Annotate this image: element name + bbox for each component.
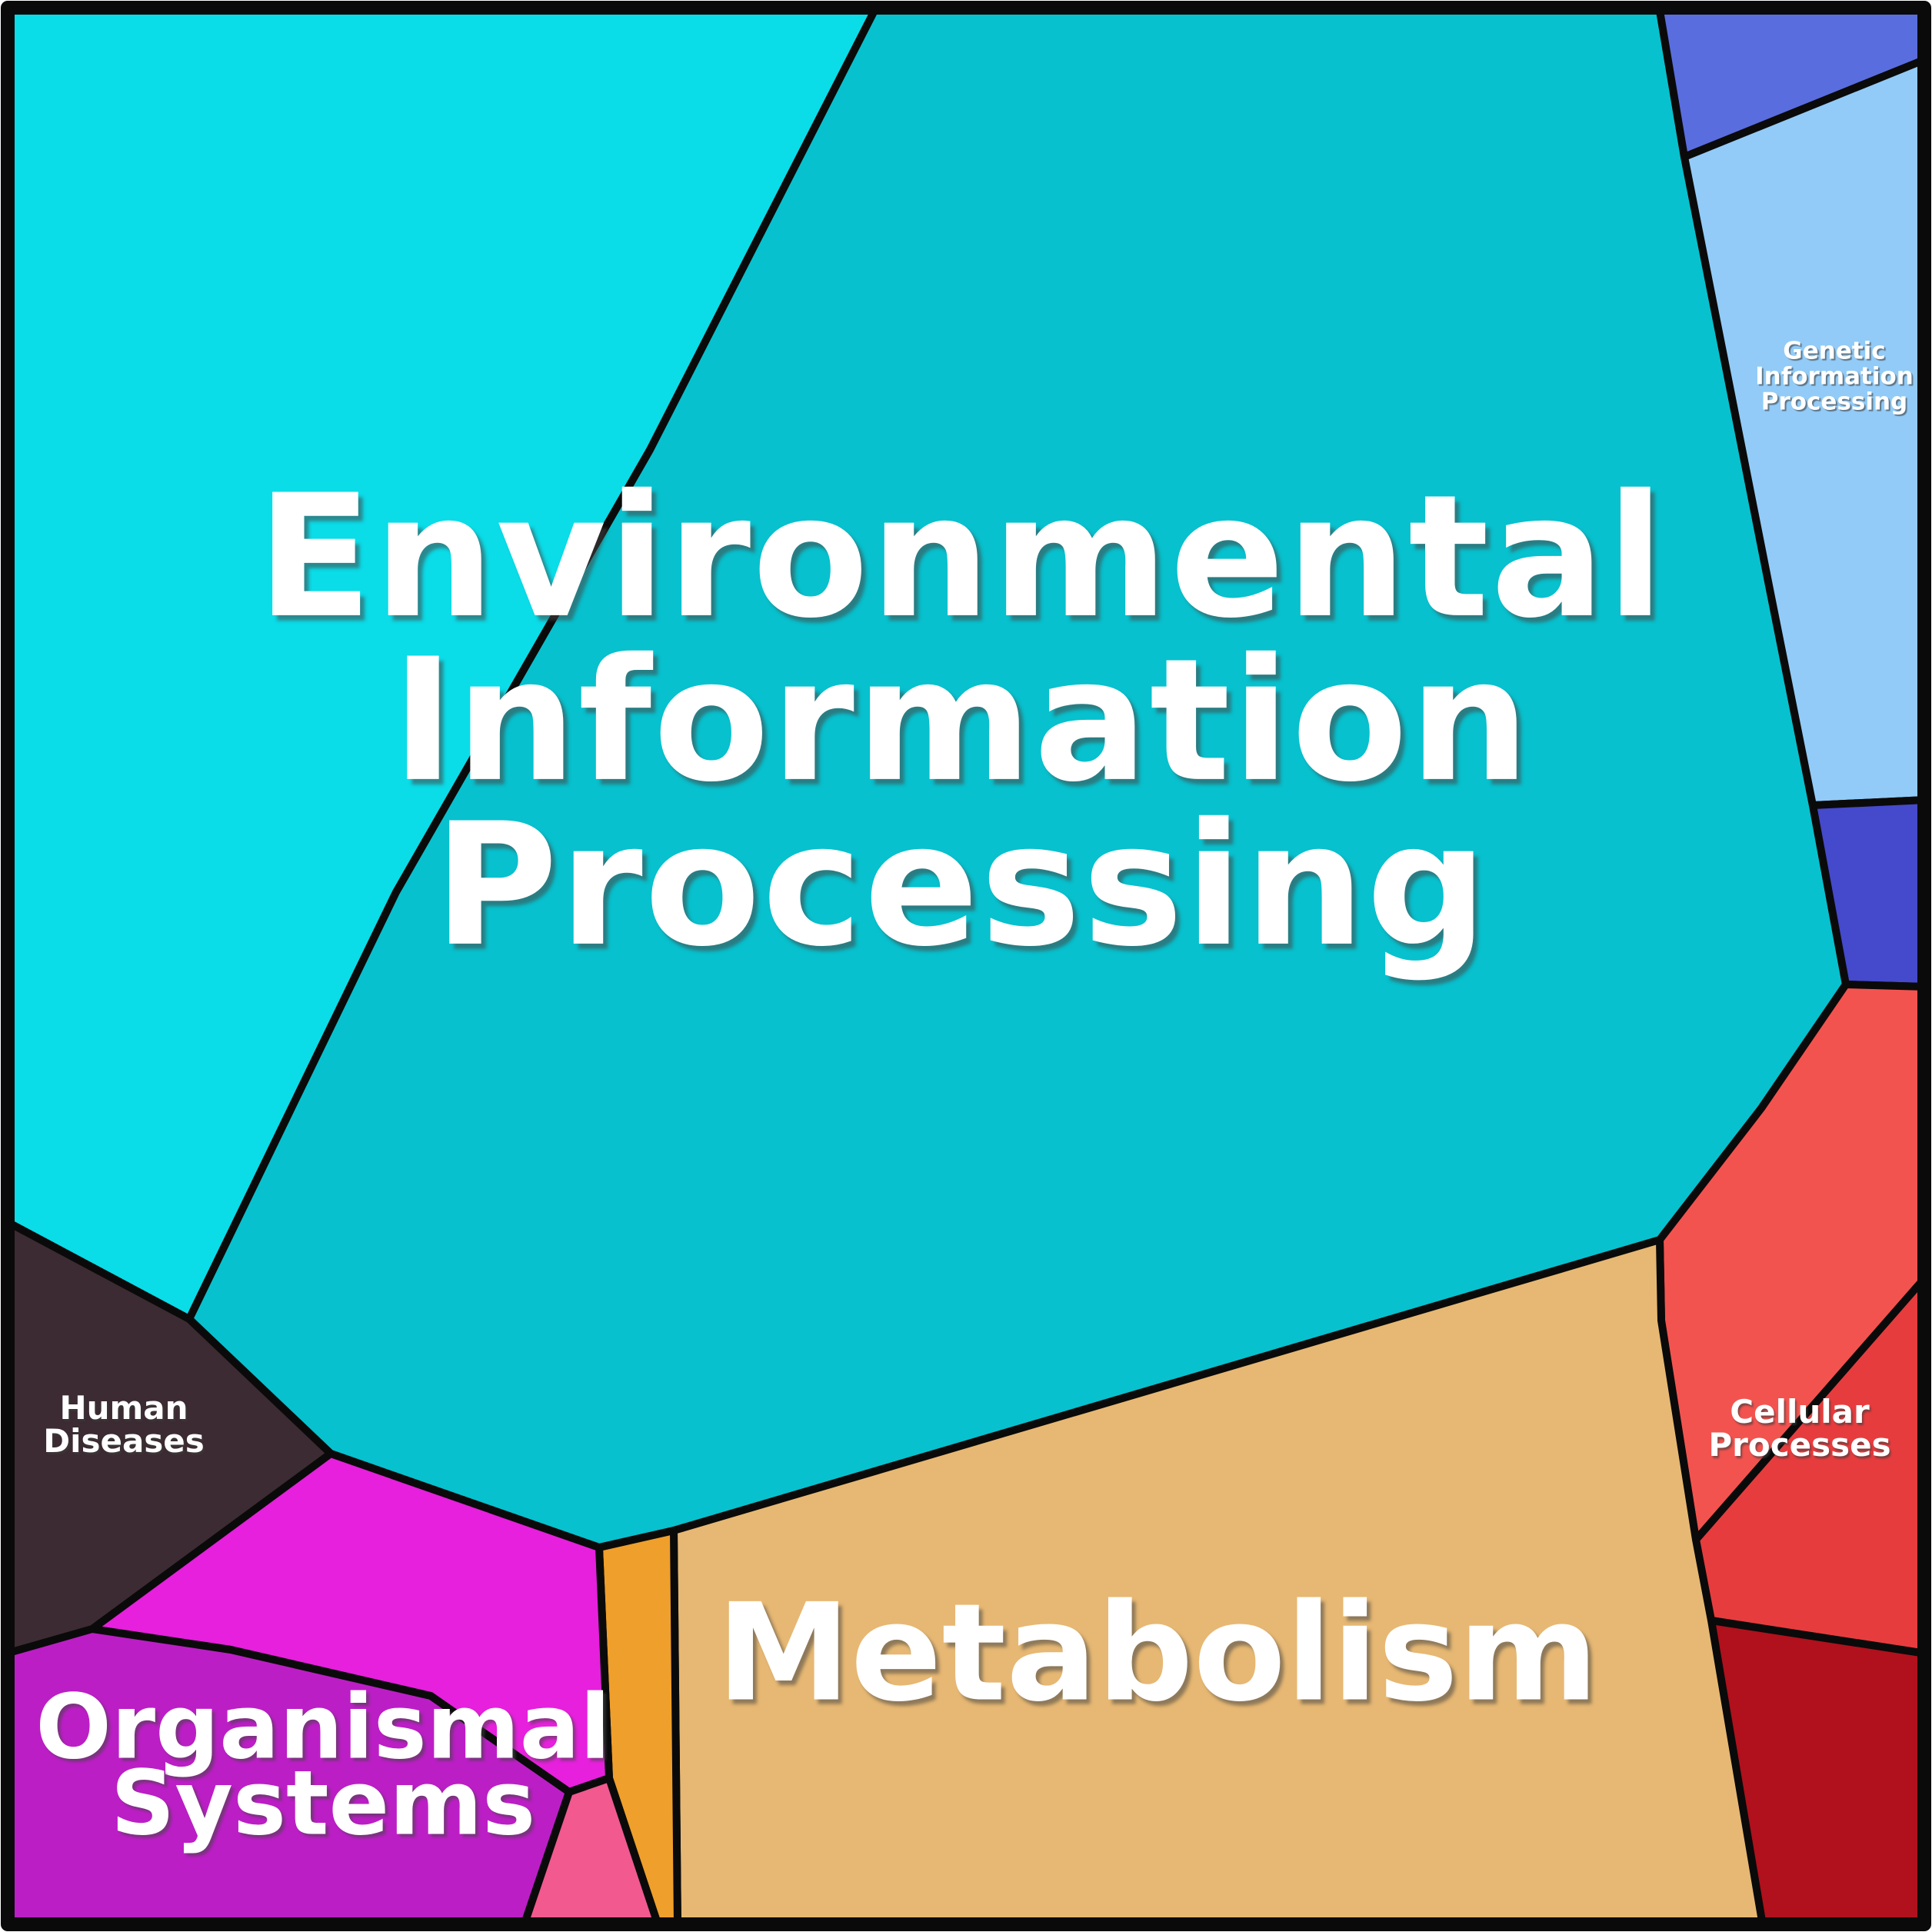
voronoi-treemap: Environmental Information Processing Met…: [0, 0, 1932, 1932]
outer-border: [1, 1, 1931, 1931]
treemap-svg: [1, 1, 1931, 1931]
